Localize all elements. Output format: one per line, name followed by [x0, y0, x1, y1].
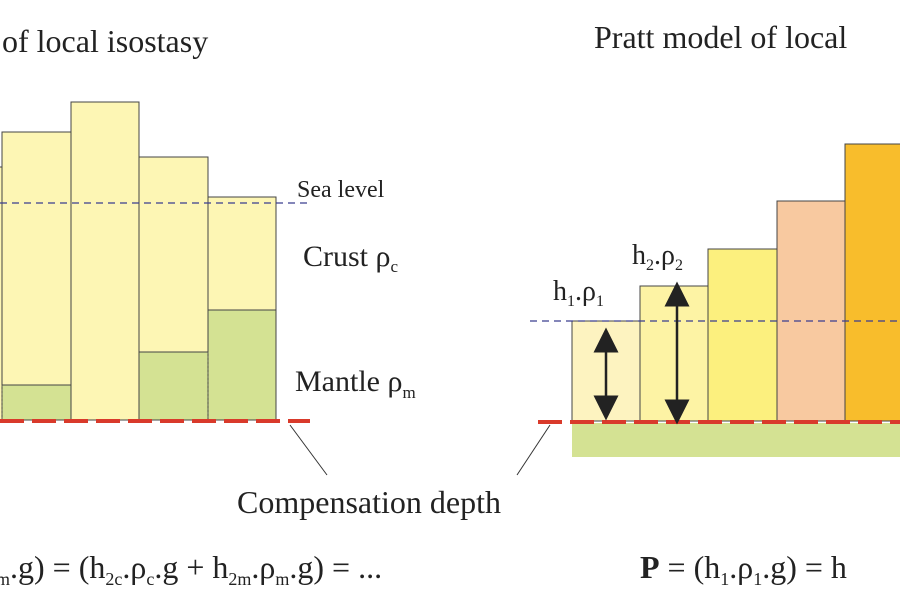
airy-columns [0, 101, 277, 421]
compensation-pointer-left [289, 424, 328, 476]
airy-crust-col-4 [207, 196, 277, 311]
h1-rho1-label: h1.ρ1 [553, 276, 604, 310]
airy-eq-part-7: .ρ [251, 549, 275, 585]
pratt-eq-part-4: .g) = h [762, 549, 847, 585]
airy-eq-part-3: .ρ [122, 549, 146, 585]
compensation-pointer-right [516, 424, 551, 476]
pratt-col-3 [707, 248, 778, 422]
airy-mantle-col-3 [138, 351, 209, 421]
pratt-eq-part-3: 1 [753, 569, 762, 589]
airy-crust-col-3 [138, 156, 209, 353]
pratt-equation: P = (h1.ρ1.g) = h [640, 549, 847, 589]
airy-equation: m.g) = (h2c.ρc.g + h2m.ρm.g) = ... [0, 549, 382, 589]
airy-dotted-lines [1, 352, 209, 420]
airy-crust-col-2 [70, 101, 140, 421]
airy-eq-part-0: m [0, 569, 10, 589]
pratt-columns [571, 143, 900, 422]
mantle-label: Mantle ρm [295, 365, 416, 402]
pratt-eq-bold-p: P [640, 549, 660, 585]
crust-label: Crust ρc [303, 240, 398, 276]
sea-level-label: Sea level [297, 177, 385, 203]
pratt-eq-part-2: .ρ [729, 549, 753, 585]
airy-eq-part-4: c [146, 569, 154, 589]
pratt-base-mantle [572, 423, 900, 457]
airy-eq-part-8: m [275, 569, 289, 589]
airy-title: of local isostasy [2, 23, 208, 59]
airy-eq-part-6: 2m [228, 569, 251, 589]
pratt-col-4 [776, 200, 846, 422]
airy-eq-part-1: .g) = (h [10, 549, 105, 585]
airy-eq-part-2: 2c [105, 569, 122, 589]
airy-eq-part-5: .g + h [154, 549, 228, 585]
airy-crust-col-1 [1, 131, 72, 386]
airy-mantle-col-4 [207, 309, 277, 421]
h2-rho2-label: h2.ρ2 [632, 240, 683, 274]
compensation-depth-label: Compensation depth [237, 484, 501, 520]
airy-eq-part-9: .g) = ... [289, 549, 382, 585]
pratt-eq-part-1: 1 [720, 569, 729, 589]
pratt-col-5 [844, 143, 900, 422]
pratt-eq-part-0: = (h [660, 549, 721, 585]
airy-mantle-col-1 [1, 384, 72, 421]
pratt-title: Pratt model of local [594, 19, 847, 55]
pratt-col-2 [639, 285, 709, 422]
